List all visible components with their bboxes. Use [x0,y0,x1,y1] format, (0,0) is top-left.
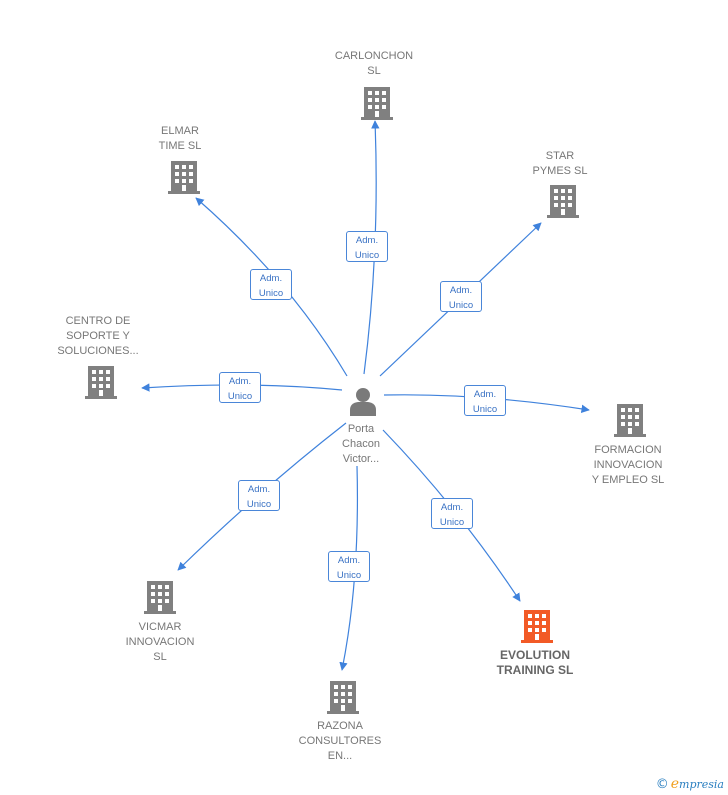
building-icon[interactable] [168,161,200,194]
company-label-line: EN... [327,750,353,762]
edge-label-centro[interactable]: Adm. Unico [219,372,261,403]
edge-label-line: Unico [448,300,474,311]
company-label-star[interactable]: STAR PYMES SL [520,149,600,179]
edge-label-line: Unico [258,288,284,299]
company-label-line: RAZONA [317,720,363,732]
edge-label-line: Adm. [355,235,379,246]
company-label-line: CENTRO DE [65,315,131,327]
company-label-line: CARLONCHON [334,50,414,62]
company-label-line: SL [367,65,381,77]
edge-label-formacion[interactable]: Adm. Unico [464,385,506,416]
company-label-line: TIME SL [158,140,202,152]
building-icon[interactable] [85,366,117,399]
edge-label-line: Unico [336,570,362,581]
company-label-line: TRAINING SL [496,663,574,677]
edge-label-star[interactable]: Adm. Unico [440,281,482,312]
edge-label-line: Adm. [228,376,252,387]
center-label-line: Porta [347,423,375,435]
edge-label-evolution[interactable]: Adm. Unico [431,498,473,529]
edge-label-vicmar[interactable]: Adm. Unico [238,480,280,511]
company-label-line: INNOVACION [125,636,195,648]
building-icon[interactable] [327,681,359,714]
center-label-line: Victor... [342,453,380,465]
edge-label-line: Unico [439,517,465,528]
company-label-line: VICMAR [138,621,182,633]
building-icon[interactable] [547,185,579,218]
copyright-notice: ©empresia [656,776,724,792]
company-label-razona[interactable]: RAZONA CONSULTORES EN... [290,719,390,764]
company-label-line: EVOLUTION [499,648,570,662]
building-icon[interactable] [144,581,176,614]
edge-label-elmar[interactable]: Adm. Unico [250,269,292,300]
edge-label-carlonchon[interactable]: Adm. Unico [346,231,388,262]
center-label-line: Chacon [342,438,380,450]
edge-label-razona[interactable]: Adm. Unico [328,551,370,582]
building-icon[interactable] [361,87,393,120]
brand-logo-initial: e [670,776,680,792]
company-label-line: ELMAR [161,125,199,137]
company-label-carlonchon[interactable]: CARLONCHON SL [324,49,424,79]
company-label-line: FORMACION [594,444,662,456]
edge-label-line: Adm. [473,389,497,400]
company-label-line: SL [153,651,167,663]
edge-label-line: Adm. [337,555,361,566]
person-icon[interactable] [350,388,376,416]
edge-label-line: Adm. [449,285,473,296]
edge-label-line: Unico [246,499,272,510]
company-label-line: SOPORTE Y [66,330,130,342]
company-label-line: SOLUCIONES... [57,345,139,357]
company-label-vicmar[interactable]: VICMAR INNOVACION SL [110,620,210,665]
company-label-line: STAR [545,150,575,162]
edge-label-line: Unico [227,391,253,402]
company-label-line: Y EMPLEO SL [591,474,665,486]
company-label-centro[interactable]: CENTRO DE SOPORTE Y SOLUCIONES... [48,314,148,359]
edge-label-line: Unico [354,250,380,261]
edge-label-line: Adm. [247,484,271,495]
company-label-formacion[interactable]: FORMACION INNOVACION Y EMPLEO SL [578,443,678,488]
building-icon[interactable] [614,404,646,437]
company-label-line: PYMES SL [532,165,588,177]
edge-label-line: Adm. [440,502,464,513]
company-label-line: CONSULTORES [298,735,382,747]
brand-logo-text: mpresia [679,778,724,791]
company-label-elmar[interactable]: ELMAR TIME SL [140,124,220,154]
edge-label-line: Adm. [259,273,283,284]
company-label-line: INNOVACION [593,459,663,471]
building-icon[interactable] [521,610,553,643]
edge-label-line: Unico [472,404,498,415]
center-person-label[interactable]: Porta Chacon Victor... [331,422,391,467]
copyright-icon: © [655,777,669,792]
company-label-evolution[interactable]: EVOLUTION TRAINING SL [480,648,590,678]
